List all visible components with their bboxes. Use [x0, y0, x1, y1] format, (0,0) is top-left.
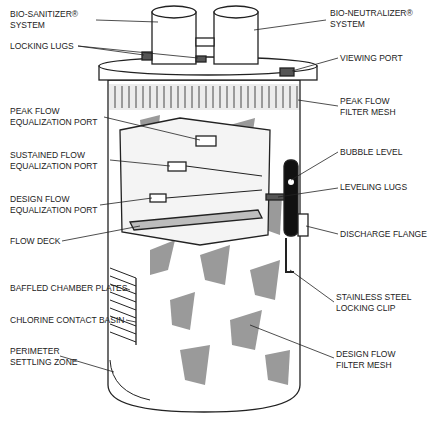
- locking-clip: [286, 238, 294, 272]
- cutaway-window: [120, 118, 270, 245]
- leader-line: [306, 226, 338, 234]
- shade-patch: [200, 245, 230, 285]
- part-label: SUSTAINED FLOW EQUALIZATION PORT: [10, 150, 120, 172]
- leader-line: [278, 188, 338, 197]
- leader-line: [254, 20, 326, 30]
- discharge-flange: [298, 214, 308, 236]
- flow-deck: [130, 210, 262, 230]
- port-pipe: [166, 166, 262, 198]
- part-label: LOCKING LUGS: [10, 41, 110, 52]
- shade-patch: [250, 260, 280, 300]
- leader-line: [291, 152, 338, 180]
- leader-line: [62, 226, 140, 241]
- mesh-hatch: [115, 86, 297, 108]
- basin-wall: [135, 278, 136, 345]
- bubble-level: [284, 160, 298, 236]
- shade-patch: [150, 240, 175, 275]
- leader-line: [104, 117, 200, 140]
- filter-mesh: [109, 84, 299, 110]
- leader-line: [110, 160, 170, 166]
- design-port: [150, 194, 166, 202]
- pipe-top: [152, 6, 196, 18]
- leveling-lug: [266, 194, 284, 200]
- part-label: BAFFLED CHAMBER PLATES: [10, 283, 150, 294]
- part-label: PEAK FLOW FILTER MESH: [340, 96, 410, 118]
- illustration: [99, 6, 317, 412]
- viewing-port: [280, 68, 294, 76]
- pipe-top: [214, 6, 258, 18]
- shade-patch: [265, 350, 290, 385]
- part-label: DISCHARGE FLANGE: [340, 229, 432, 240]
- baffle-plates: [110, 268, 136, 342]
- leader-line: [292, 58, 338, 71]
- sanitizer-pipe: [152, 12, 196, 64]
- part-label: LEVELING LUGS: [340, 182, 430, 193]
- part-label: BIO-NEUTRALIZER® SYSTEM: [330, 8, 425, 30]
- part-label: BUBBLE LEVEL: [340, 147, 430, 158]
- tank-body: [108, 80, 300, 412]
- part-label: FLOW DECK: [10, 236, 110, 247]
- leader-line: [250, 325, 334, 358]
- part-label: PEAK FLOW EQUALIZATION PORT: [10, 106, 120, 128]
- leader-line: [290, 270, 334, 302]
- part-label: CHLORINE CONTACT BASIN: [10, 315, 150, 326]
- part-label: VIEWING PORT: [340, 53, 430, 64]
- part-label: PERIMETER SETTLING ZONE: [10, 346, 90, 368]
- top-lid: [99, 57, 317, 75]
- peak-port: [196, 136, 216, 146]
- neutralizer-pipe: [214, 12, 258, 64]
- settling-zone: [110, 360, 150, 400]
- locking-lug: [196, 56, 206, 62]
- part-label: DESIGN FLOW FILTER MESH: [336, 349, 411, 371]
- shade-patch: [170, 292, 195, 330]
- pipe-bridge: [196, 38, 214, 46]
- shade-patch: [230, 310, 262, 350]
- leader-line: [126, 320, 136, 322]
- leader-line: [100, 198, 152, 205]
- leader-line: [78, 46, 198, 58]
- leader-line: [96, 20, 158, 22]
- part-label: STAINLESS STEEL LOCKING CLIP: [336, 292, 428, 314]
- leader-line: [298, 100, 338, 106]
- shade-patch: [180, 345, 210, 385]
- part-label: DESIGN FLOW EQUALIZATION PORT: [10, 194, 120, 216]
- part-label: BIO-SANITIZER® SYSTEM: [10, 9, 105, 31]
- sustained-port: [168, 162, 186, 171]
